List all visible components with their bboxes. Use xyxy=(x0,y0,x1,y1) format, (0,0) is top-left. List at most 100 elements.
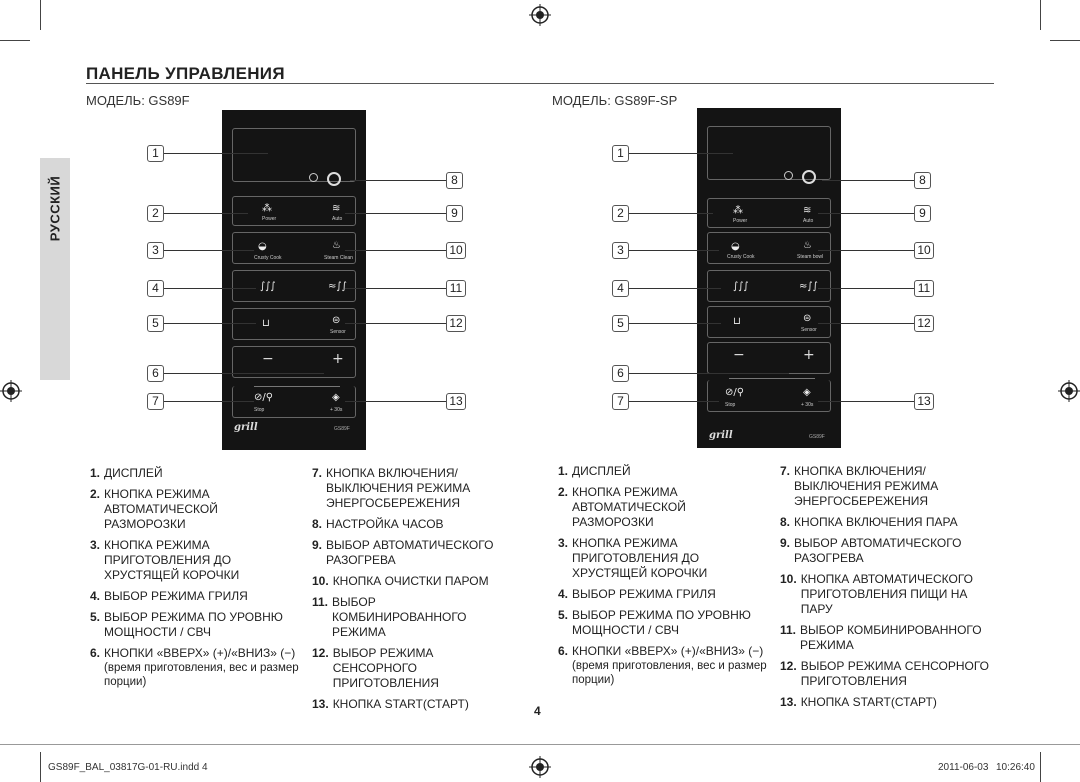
list-item: 1.ДИСПЛЕЙ xyxy=(90,466,163,480)
auto-reheat-icon[interactable]: ≋ xyxy=(803,205,812,216)
divider xyxy=(729,378,815,379)
list-item: 2.КНОПКА РЕЖИМА АВТОМАТИЧЕСКОЙ РАЗМОРОЗК… xyxy=(90,487,218,531)
microwave-power-icon[interactable]: ⊔ xyxy=(733,316,741,327)
button-row xyxy=(232,386,356,418)
legend-left-col1: 1.ДИСПЛЕЙ 2.КНОПКА РЕЖИМА АВТОМАТИЧЕСКОЙ… xyxy=(90,466,302,695)
legend-right-col2: 7.КНОПКА ВКЛЮЧЕНИЯ/ ВЫКЛЮЧЕНИЯ РЕЖИМА ЭН… xyxy=(780,464,992,716)
legend-right-col1: 1.ДИСПЛЕЙ 2.КНОПКА РЕЖИМА АВТОМАТИЧЕСКОЙ… xyxy=(558,464,770,693)
callout-8: 8 xyxy=(446,172,463,189)
registration-mark-icon xyxy=(0,380,22,402)
clock-button[interactable] xyxy=(802,170,816,184)
list-item: 3.КНОПКА РЕЖИМА ПРИГОТОВЛЕНИЯ ДО ХРУСТЯЩ… xyxy=(90,538,240,582)
grill-brand-logo: grill xyxy=(234,422,258,433)
list-item: 7.КНОПКА ВКЛЮЧЕНИЯ/ ВЫКЛЮЧЕНИЯ РЕЖИМА ЭН… xyxy=(312,466,471,510)
steam-bowl-label: Steam bowl xyxy=(797,254,824,260)
leader-line xyxy=(629,153,733,154)
list-item: 3.КНОПКА РЕЖИМА ПРИГОТОВЛЕНИЯ ДО ХРУСТЯЩ… xyxy=(558,536,708,580)
crop-mark xyxy=(40,752,41,782)
plus-button[interactable]: + xyxy=(332,351,344,367)
crop-mark xyxy=(1040,752,1041,782)
model-label-right: МОДЕЛЬ: GS89F-SP xyxy=(552,93,678,108)
callout-13: 13 xyxy=(914,393,934,410)
callout-4: 4 xyxy=(612,280,629,297)
minus-button[interactable]: − xyxy=(733,347,745,363)
auto-label: Auto xyxy=(332,216,343,222)
callout-2: 2 xyxy=(612,205,629,222)
crusty-cook-label: Crusty Cook xyxy=(727,254,755,260)
leader-line xyxy=(345,323,446,324)
list-item: 13.КНОПКА START(СТАРТ) xyxy=(312,697,469,711)
crop-mark xyxy=(1040,0,1041,30)
page-number: 4 xyxy=(534,704,541,718)
leader-line xyxy=(164,288,256,289)
stop-eco-icon[interactable]: ⊘/⚲ xyxy=(254,392,274,403)
sensor-icon[interactable]: ⊜ xyxy=(332,315,341,326)
power-defrost-icon[interactable]: ⁂ xyxy=(733,205,743,216)
callout-4: 4 xyxy=(147,280,164,297)
leader-line xyxy=(345,401,446,402)
callout-12: 12 xyxy=(446,315,466,332)
leader-line xyxy=(164,213,248,214)
footer-rule xyxy=(0,744,1080,745)
list-item: 11.ВЫБОР КОМБИНИРОВАННОГО РЕЖИМА xyxy=(780,623,982,652)
combination-icon[interactable]: ≈∫∫ xyxy=(328,281,347,292)
plus-button[interactable]: + xyxy=(803,347,815,363)
clock-button[interactable] xyxy=(327,172,341,186)
leader-line xyxy=(629,213,713,214)
callout-9: 9 xyxy=(446,205,463,222)
display-screen xyxy=(232,128,356,182)
clock-icon xyxy=(784,171,793,180)
stop-eco-icon[interactable]: ⊘/⚲ xyxy=(725,387,745,398)
leader-line xyxy=(345,213,446,214)
leader-line xyxy=(822,180,914,181)
grill-icon[interactable]: ∫∫∫ xyxy=(260,281,276,292)
button-row xyxy=(232,346,356,378)
callout-1: 1 xyxy=(147,145,164,162)
title-rule xyxy=(86,83,994,84)
list-item: 8.КНОПКА ВКЛЮЧЕНИЯ ПАРА xyxy=(780,515,958,529)
leader-line xyxy=(345,250,446,251)
list-item: 12.ВЫБОР РЕЖИМА СЕНСОРНОГО ПРИГОТОВЛЕНИЯ xyxy=(780,659,990,688)
leader-line xyxy=(345,288,446,289)
callout-2: 2 xyxy=(147,205,164,222)
list-item: 4.ВЫБОР РЕЖИМА ГРИЛЯ xyxy=(90,589,248,603)
steam-bowl-icon[interactable]: ♨ xyxy=(803,240,812,251)
crop-mark xyxy=(0,40,30,41)
button-row xyxy=(232,196,356,226)
power-defrost-icon[interactable]: ⁂ xyxy=(262,203,272,214)
list-item: 4.ВЫБОР РЕЖИМА ГРИЛЯ xyxy=(558,587,716,601)
auto-reheat-icon[interactable]: ≋ xyxy=(332,203,341,214)
steam-clean-icon[interactable]: ♨ xyxy=(332,240,341,251)
start-icon[interactable]: ◈ xyxy=(803,387,811,398)
list-item: 6.КНОПКИ «ВВЕРХ» (+)/«ВНИЗ» (−)(время пр… xyxy=(558,644,767,686)
sensor-label: Sensor xyxy=(330,329,346,335)
stop-label: Stop xyxy=(725,402,736,408)
callout-11: 11 xyxy=(446,280,466,297)
leader-line xyxy=(818,323,914,324)
leader-line xyxy=(629,373,789,374)
microwave-power-icon[interactable]: ⊔ xyxy=(262,318,270,329)
callout-7: 7 xyxy=(147,393,164,410)
leader-line xyxy=(629,323,721,324)
button-row xyxy=(707,270,831,302)
divider xyxy=(254,386,340,387)
grill-icon[interactable]: ∫∫∫ xyxy=(733,281,749,292)
leader-line xyxy=(164,323,256,324)
list-item: 7.КНОПКА ВКЛЮЧЕНИЯ/ ВЫКЛЮЧЕНИЯ РЕЖИМА ЭН… xyxy=(780,464,939,508)
minus-button[interactable]: − xyxy=(262,351,274,367)
leader-line xyxy=(164,401,254,402)
list-item: 2.КНОПКА РЕЖИМА АВТОМАТИЧЕСКОЙ РАЗМОРОЗК… xyxy=(558,485,686,529)
crusty-cook-icon[interactable]: ◒ xyxy=(258,241,267,252)
footer-time: 10:26:40 xyxy=(996,762,1035,773)
callout-10: 10 xyxy=(914,242,934,259)
combination-icon[interactable]: ≈∫∫ xyxy=(799,281,818,292)
callout-13: 13 xyxy=(446,393,466,410)
callout-7: 7 xyxy=(612,393,629,410)
callout-6: 6 xyxy=(612,365,629,382)
crusty-cook-icon[interactable]: ◒ xyxy=(731,241,740,252)
start-icon[interactable]: ◈ xyxy=(332,392,340,403)
sensor-icon[interactable]: ⊜ xyxy=(803,313,812,324)
list-item: 10.КНОПКА АВТОМАТИЧЕСКОГО ПРИГОТОВЛЕНИЯ … xyxy=(780,572,973,616)
plus30-label: + 30s xyxy=(330,407,343,413)
leader-line xyxy=(818,401,914,402)
